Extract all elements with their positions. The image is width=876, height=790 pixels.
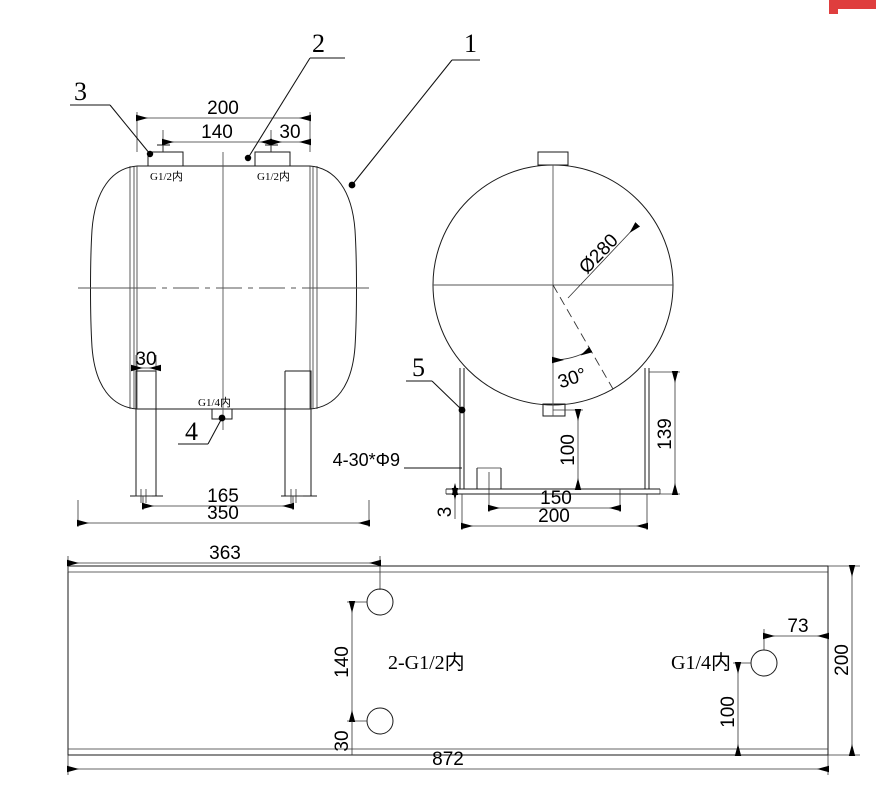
angle-radius-line (552, 284, 614, 390)
leader-label-2: 2 (244, 29, 345, 162)
dim-200-width-group: 200 (828, 565, 860, 756)
dim-30-top-text: 30 (279, 122, 300, 143)
dim-150-text: 150 (540, 488, 572, 509)
hole-g14 (750, 649, 778, 677)
side-view: 30° Ø280 4-3 (333, 151, 680, 530)
front-view: G1/2内 G1/2内 G1/4内 (70, 29, 480, 527)
dim-100-top-view-group: 100 (718, 662, 751, 756)
label-5-text: 5 (412, 353, 425, 382)
front-thread-left-label: G1/2内 (150, 169, 183, 183)
dim-diameter-text: Ø280 (575, 230, 622, 278)
right-weld-seam (309, 166, 318, 409)
bracket-outline (445, 368, 661, 495)
dim-30-left-text: 30 (135, 349, 156, 370)
boss-top-right (254, 144, 291, 167)
dim-angle-text: 30° (555, 364, 589, 393)
front-view-centerlines (78, 152, 369, 430)
label-3-text: 3 (74, 77, 87, 106)
hole-g12-upper (366, 588, 394, 616)
dim-30-top-group: 30 (270, 122, 311, 146)
dim-140-top-view-group: 140 (332, 601, 367, 722)
dim-139-text: 139 (655, 418, 676, 450)
boss-top-left (147, 144, 184, 167)
hole-g12-lower (366, 707, 394, 735)
front-thread-right-label: G1/2内 (257, 169, 290, 183)
dim-350-text: 350 (207, 503, 239, 524)
dim-350-group: 350 (77, 500, 370, 527)
dim-diameter-group: Ø280 (567, 222, 641, 299)
leg-left (130, 370, 163, 503)
red-corner-mark (829, 0, 876, 14)
dim-100-top-view-text: 100 (718, 696, 739, 728)
leader-label-1: 1 (348, 29, 480, 189)
dim-165-group: 165 (142, 486, 294, 510)
dim-140-top-text: 140 (201, 122, 233, 143)
dim-3-group: 3 (435, 483, 459, 519)
top-view-panel (67, 565, 829, 756)
angle-arc (551, 346, 593, 364)
label-2-text: 2 (312, 29, 325, 58)
dim-30-top-view-group: 30 (332, 721, 353, 755)
label-1-text: 1 (464, 29, 477, 58)
dim-100-group: 100 (553, 409, 583, 490)
dim-3-text: 3 (435, 507, 456, 518)
leader-label-5: 5 (406, 353, 466, 414)
thread-quarter-callout-text: G1/4内 (671, 651, 731, 674)
dim-139-group: 139 (649, 371, 680, 495)
dim-363-text: 363 (209, 543, 241, 564)
dim-140-top-view-text: 140 (332, 646, 353, 678)
label-4-text: 4 (185, 417, 198, 446)
front-thread-bottom-label: G1/4内 (198, 395, 231, 409)
dim-363-group: 363 (67, 543, 381, 590)
slot-callout-group: 4-30*Φ9 (333, 450, 462, 470)
dim-200-bracket-text: 200 (538, 506, 570, 527)
leader-label-3: 3 (70, 77, 154, 158)
dim-30-left-group: 30 (131, 349, 161, 372)
dim-100-text: 100 (558, 434, 579, 466)
thread-pair-callout-text: 2-G1/2内 (388, 651, 465, 674)
leg-right (281, 370, 317, 503)
dim-73-text: 73 (787, 616, 808, 637)
side-boss-top (537, 151, 569, 166)
top-view: 363 140 30 2-G1/2内 G1/4内 73 100 (67, 543, 860, 775)
dim-165-text: 165 (207, 486, 239, 507)
leader-label-4: 4 (178, 414, 226, 446)
dim-73-group: 73 (763, 616, 829, 650)
dim-872-group: 872 (67, 749, 829, 775)
dim-30-top-view-text: 30 (332, 730, 353, 751)
side-view-centerlines (433, 165, 673, 416)
dim-872-text: 872 (432, 749, 464, 770)
dim-150-group: 150 (488, 488, 621, 512)
dim-200-top-group: 200 (136, 98, 311, 152)
dim-200-top-text: 200 (207, 98, 239, 119)
dim-200-bracket-group: 200 (461, 494, 648, 530)
slot-callout-text: 4-30*Φ9 (333, 450, 400, 470)
dim-200-width-text: 200 (832, 644, 853, 676)
